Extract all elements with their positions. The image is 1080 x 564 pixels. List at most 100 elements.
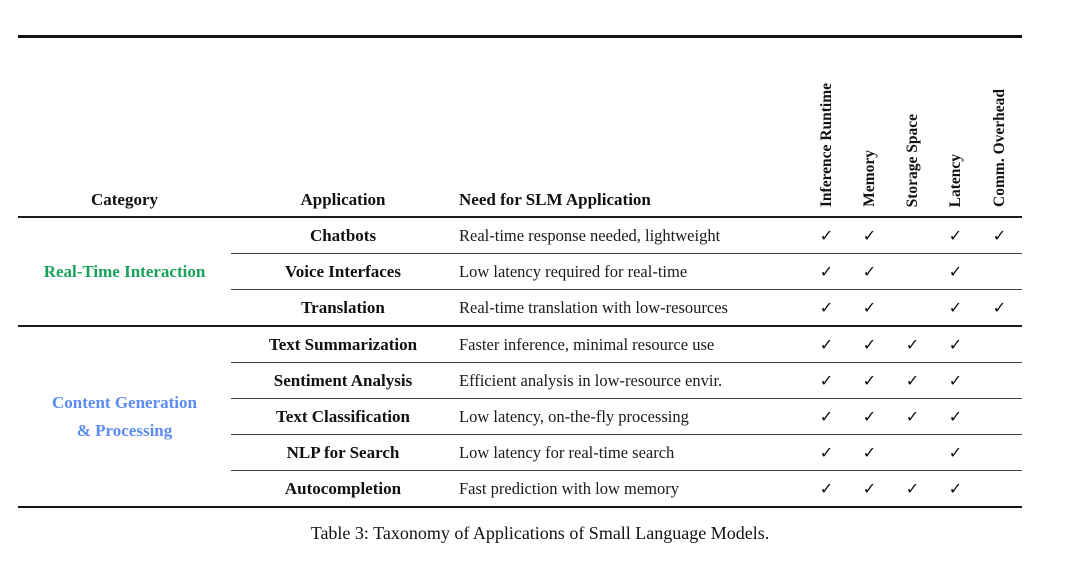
check-cell: ✓ (805, 470, 848, 507)
column-header-storage-space: Storage Space (891, 36, 934, 218)
check-cell (977, 398, 1022, 435)
check-icon: ✓ (819, 225, 834, 245)
rotated-header-label: Memory (860, 150, 878, 207)
table-row: Text Classification Low latency, on-the-… (18, 398, 1022, 435)
check-icon: ✓ (905, 478, 920, 498)
check-cell: ✓ (934, 325, 977, 363)
check-icon: ✓ (992, 225, 1007, 245)
check-cell (977, 362, 1022, 399)
column-header-category: Category (18, 36, 231, 218)
check-icon: ✓ (948, 406, 963, 426)
check-icon: ✓ (948, 225, 963, 245)
table-caption: Table 3: Taxonomy of Applications of Sma… (310, 523, 770, 543)
table-row: Real-Time Interaction Chatbots Real-time… (18, 217, 1022, 281)
application-cell: Autocompletion (231, 470, 455, 507)
category-label: Content Generation (52, 392, 197, 412)
check-icon: ✓ (819, 297, 834, 317)
check-cell: ✓ (848, 217, 891, 254)
check-cell: ✓ (891, 362, 934, 399)
rotated-header-label: Inference Runtime (817, 82, 835, 207)
check-cell: ✓ (848, 434, 891, 471)
check-cell: ✓ (934, 217, 977, 254)
check-icon: ✓ (992, 297, 1007, 317)
column-header-application: Application (231, 36, 455, 218)
column-header-comm-overhead: Comm. Overhead (977, 36, 1022, 218)
check-icon: ✓ (948, 297, 963, 317)
check-icon: ✓ (862, 370, 877, 390)
rotated-header-label: Comm. Overhead (990, 89, 1008, 207)
check-icon: ✓ (819, 442, 834, 462)
slm-applications-table: Category Application Need for SLM Applic… (18, 35, 1022, 508)
need-cell: Fast prediction with low memory (455, 470, 805, 507)
check-cell (977, 434, 1022, 471)
check-cell: ✓ (891, 470, 934, 507)
table-row: Voice Interfaces Low latency required fo… (18, 253, 1022, 290)
check-icon: ✓ (905, 370, 920, 390)
check-icon: ✓ (905, 334, 920, 354)
category-cell-real-time-interaction: Real-Time Interaction (18, 217, 231, 326)
check-icon: ✓ (948, 442, 963, 462)
check-icon: ✓ (948, 334, 963, 354)
check-icon: ✓ (948, 478, 963, 498)
need-cell: Low latency, on-the-fly processing (455, 398, 805, 435)
check-cell: ✓ (977, 217, 1022, 254)
check-icon: ✓ (862, 225, 877, 245)
need-cell: Low latency required for real-time (455, 253, 805, 290)
check-icon: ✓ (862, 261, 877, 281)
column-header-need: Need for SLM Application (455, 36, 805, 218)
check-cell: ✓ (805, 253, 848, 290)
check-cell: ✓ (805, 325, 848, 363)
check-cell (977, 470, 1022, 507)
need-cell: Efficient analysis in low-resource envir… (455, 362, 805, 399)
check-cell: ✓ (848, 325, 891, 363)
application-cell: Translation (231, 289, 455, 326)
check-cell (891, 217, 934, 254)
check-cell: ✓ (848, 289, 891, 326)
check-cell: ✓ (805, 217, 848, 254)
application-cell: Text Summarization (231, 325, 455, 363)
check-icon: ✓ (948, 370, 963, 390)
category-label: Real-Time Interaction (43, 261, 206, 281)
check-cell: ✓ (848, 362, 891, 399)
category-label: & Processing (76, 420, 173, 440)
check-cell (977, 325, 1022, 363)
check-cell: ✓ (805, 289, 848, 326)
table-row: Translation Real-time translation with l… (18, 289, 1022, 326)
check-icon: ✓ (819, 406, 834, 426)
check-cell: ✓ (977, 289, 1022, 326)
check-icon: ✓ (819, 370, 834, 390)
application-cell: Text Classification (231, 398, 455, 435)
check-cell: ✓ (891, 325, 934, 363)
check-icon: ✓ (819, 261, 834, 281)
table-row: NLP for Search Low latency for real-time… (18, 434, 1022, 471)
rotated-header-label: Storage Space (903, 113, 921, 207)
check-cell: ✓ (848, 253, 891, 290)
check-icon: ✓ (862, 442, 877, 462)
check-cell: ✓ (805, 398, 848, 435)
need-cell: Real-time response needed, lightweight (459, 225, 721, 245)
check-cell: ✓ (848, 398, 891, 435)
check-cell: ✓ (934, 434, 977, 471)
check-cell: ✓ (891, 398, 934, 435)
check-icon: ✓ (819, 334, 834, 354)
category-cell-content-generation-processing: Content Generation & Processing (18, 325, 231, 507)
check-cell (891, 289, 934, 326)
need-cell: Real-time translation with low-resources (455, 289, 805, 326)
check-icon: ✓ (862, 478, 877, 498)
application-cell: NLP for Search (231, 434, 455, 471)
check-icon: ✓ (862, 334, 877, 354)
application-cell: Chatbots (309, 225, 377, 245)
check-cell: ✓ (805, 362, 848, 399)
check-icon: ✓ (862, 406, 877, 426)
column-header-inference-runtime: Inference Runtime (805, 36, 848, 218)
check-cell: ✓ (934, 289, 977, 326)
check-cell (891, 434, 934, 471)
rotated-header-label: Latency (946, 153, 964, 207)
check-cell: ✓ (805, 434, 848, 471)
check-cell: ✓ (848, 470, 891, 507)
check-cell: ✓ (934, 253, 977, 290)
column-header-memory: Memory (848, 36, 891, 218)
need-cell: Faster inference, minimal resource use (455, 325, 805, 363)
check-icon: ✓ (819, 478, 834, 498)
header-row: Category Application Need for SLM Applic… (18, 36, 1022, 218)
